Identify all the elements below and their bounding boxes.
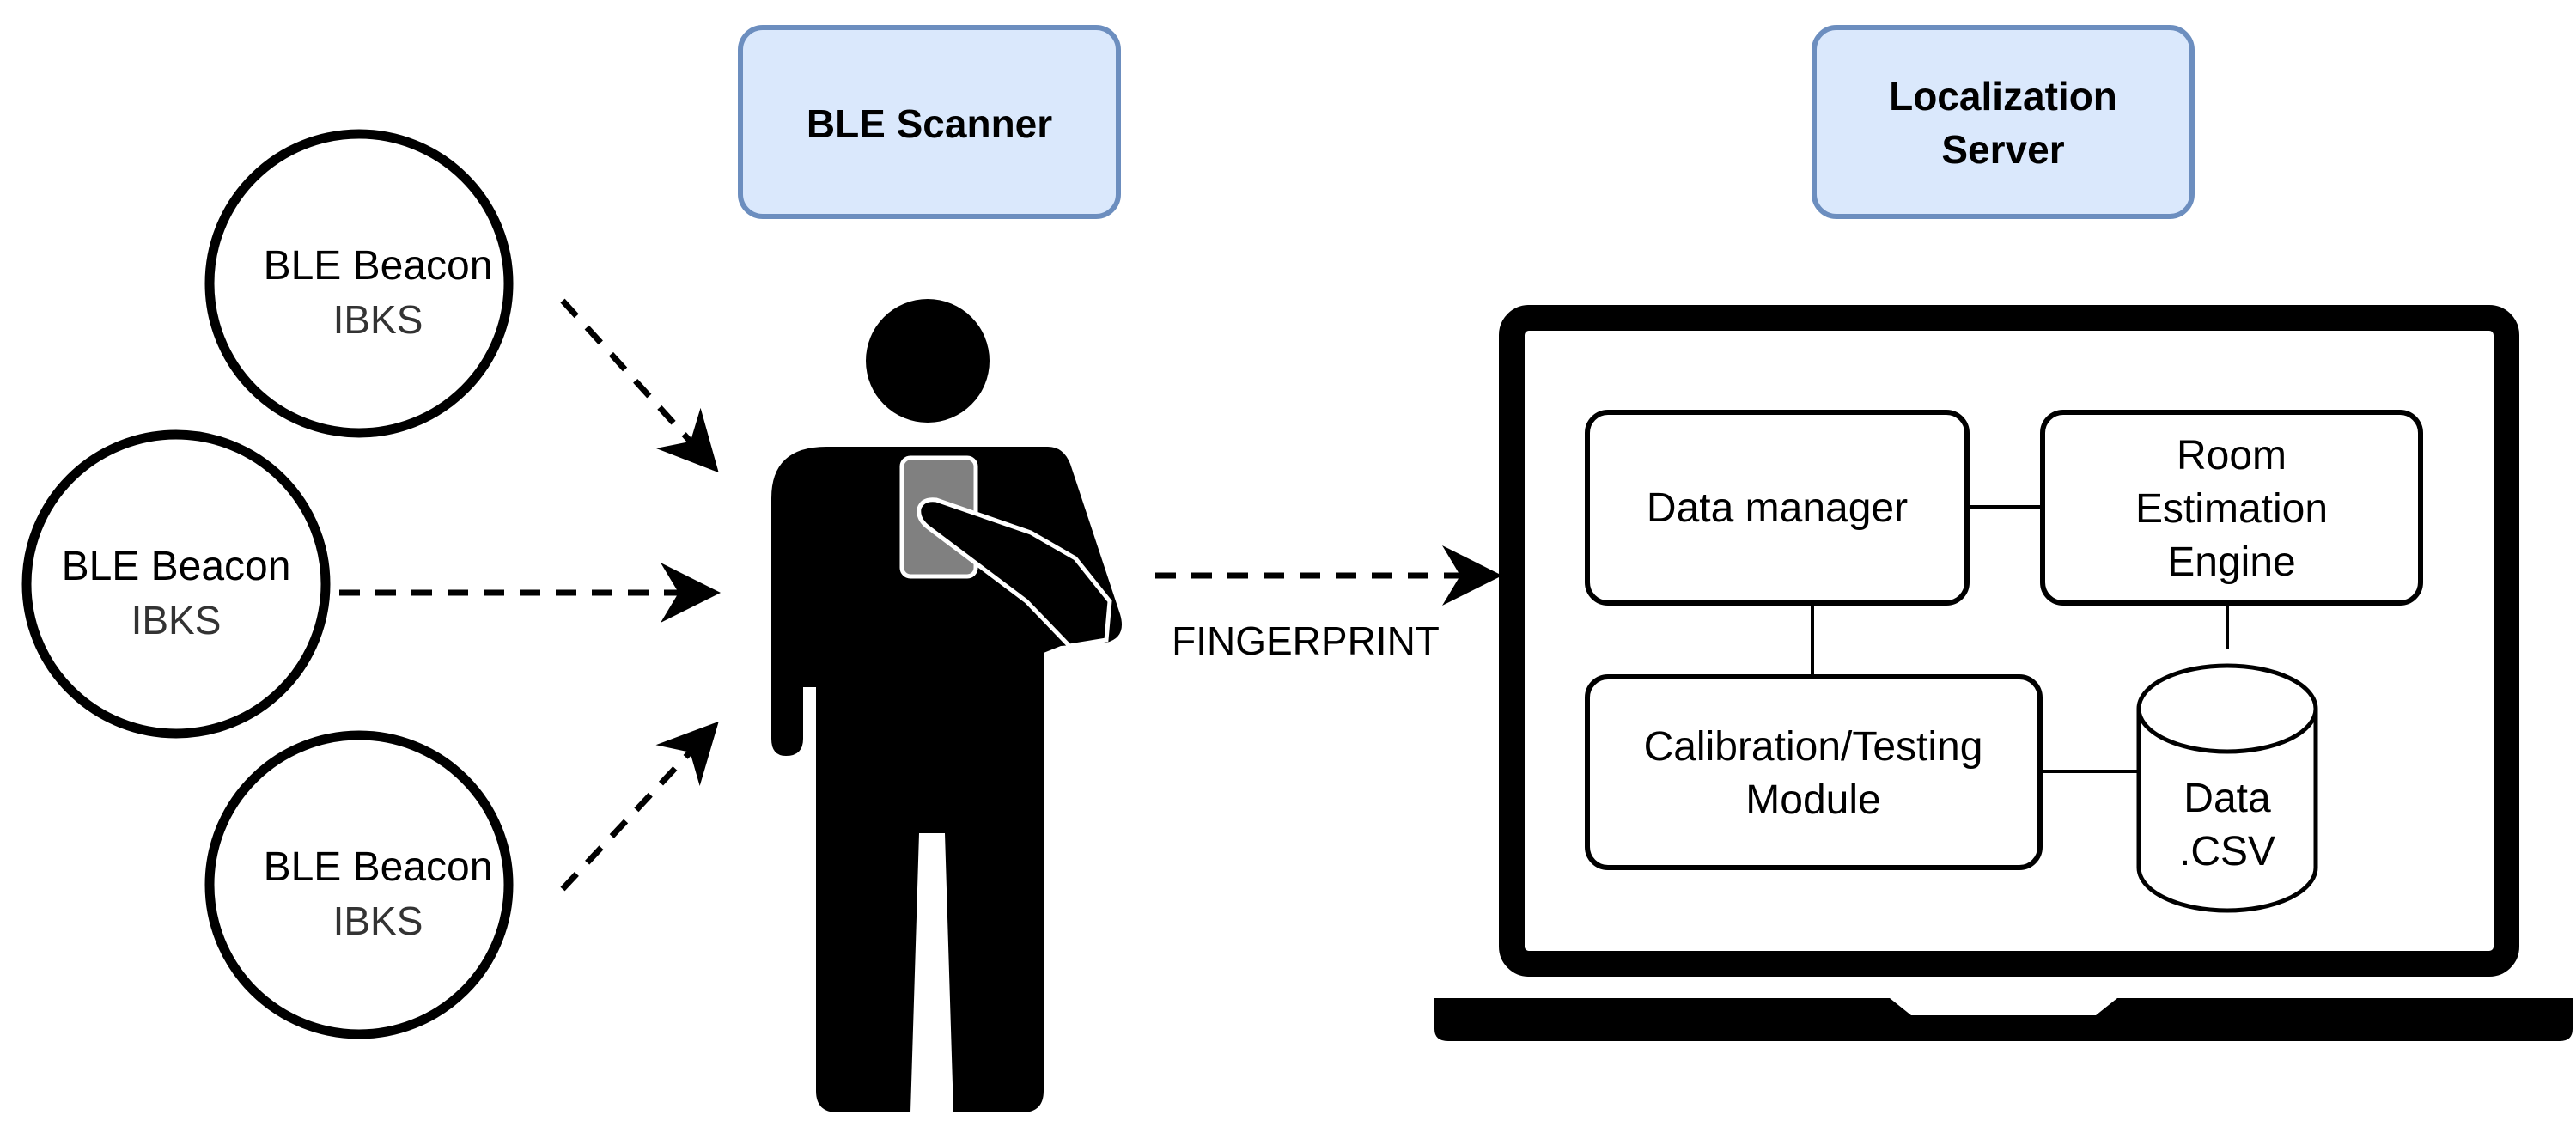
room-estimation-label-line1: Room bbox=[2177, 433, 2287, 478]
data-manager-module: Data manager bbox=[1585, 410, 1970, 606]
room-estimation-label-line3: Engine bbox=[2167, 539, 2295, 585]
ble-scanner-header: BLE Scanner bbox=[738, 25, 1121, 219]
localization-server-label-line1: Localization bbox=[1889, 74, 2117, 119]
person-arm bbox=[917, 497, 1112, 649]
beacon-1-name: BLE Beacon bbox=[264, 243, 493, 289]
ble-scanner-label: BLE Scanner bbox=[807, 101, 1052, 146]
beacon-2-model: IBKS bbox=[131, 598, 222, 643]
database-label-line1: Data bbox=[2183, 776, 2271, 821]
laptop-base bbox=[1434, 998, 2573, 1041]
module-connectors bbox=[1811, 505, 2229, 773]
calibration-label-line1: Calibration/Testing bbox=[1644, 724, 1983, 770]
beacon-signal-arrows bbox=[339, 298, 721, 892]
beacon-3-model: IBKS bbox=[333, 898, 423, 943]
data-manager-label: Data manager bbox=[1647, 485, 1908, 531]
data-csv-database-icon: Data .CSV bbox=[2136, 663, 2318, 913]
calibration-testing-module: Calibration/Testing Module bbox=[1585, 674, 2043, 870]
localization-server-header: Localization Server bbox=[1812, 25, 2195, 219]
fingerprint-label: FINGERPRINT bbox=[1172, 618, 1440, 663]
beacon-3-name: BLE Beacon bbox=[264, 844, 493, 890]
room-estimation-engine-module: Room Estimation Engine bbox=[2040, 410, 2423, 606]
database-label-line2: .CSV bbox=[2179, 829, 2275, 874]
beacon-1-model: IBKS bbox=[333, 297, 423, 342]
beacon-1-arrow bbox=[560, 298, 719, 473]
ble-beacon-3: BLE Beacon IBKS bbox=[204, 730, 514, 1039]
person-icon bbox=[771, 299, 1122, 1112]
ble-beacon-1: BLE Beacon IBKS bbox=[204, 129, 514, 438]
room-estimation-label-line2: Estimation bbox=[2135, 486, 2328, 532]
calibration-label-line2: Module bbox=[1745, 777, 1880, 823]
beacon-3-arrow bbox=[560, 721, 719, 892]
ble-beacon-2: BLE Beacon IBKS bbox=[21, 429, 331, 739]
localization-server-label-line2: Server bbox=[1941, 127, 2064, 172]
beacon-2-name: BLE Beacon bbox=[62, 544, 291, 589]
